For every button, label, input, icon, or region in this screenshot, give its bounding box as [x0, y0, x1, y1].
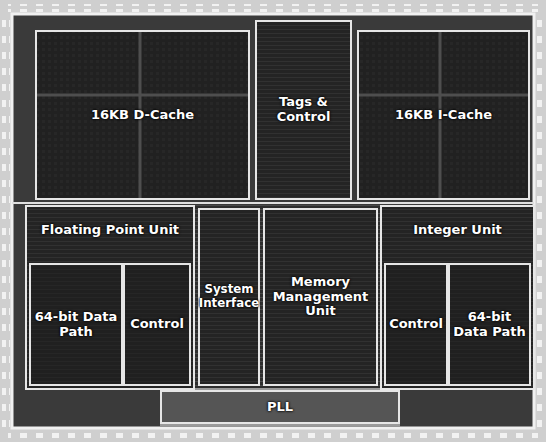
- bond-pads: [536, 14, 544, 428]
- die-block: 16KB D-Cache: [35, 30, 250, 200]
- die-block: PLL: [160, 390, 400, 424]
- cache-array: [357, 30, 530, 200]
- bond-pads: [8, 4, 538, 12]
- die-block: Memory Management Unit: [263, 208, 378, 386]
- logic-area: [25, 205, 535, 390]
- bond-pads: [8, 430, 538, 438]
- cache-array: [35, 30, 250, 200]
- tag-array: [255, 20, 352, 200]
- block-label: Tags & Control: [257, 93, 350, 127]
- die-block: 64-bit Data Path: [29, 263, 123, 386]
- die-outline: [12, 14, 534, 428]
- unit-heading: Integer Unit: [382, 221, 533, 240]
- die-block: Control: [123, 263, 191, 386]
- die-block: Tags & Control: [255, 20, 352, 200]
- die-block: 16KB I-Cache: [357, 30, 530, 200]
- die-block: Control: [384, 263, 448, 386]
- block-label: Control: [127, 315, 187, 334]
- die-block: System Interface: [198, 208, 260, 386]
- block-label: Control: [386, 315, 446, 334]
- unit-region: Integer UnitControl64-bit Data Path: [380, 205, 535, 390]
- block-label: 64-bit Data Path: [450, 308, 529, 342]
- bond-pads: [2, 14, 10, 428]
- block-label: System Interface: [196, 281, 262, 312]
- die-block: 64-bit Data Path: [448, 263, 531, 386]
- pll-area: [160, 388, 400, 426]
- block-label: PLL: [264, 398, 296, 417]
- unit-heading: Floating Point Unit: [27, 221, 193, 240]
- block-label: 64-bit Data Path: [31, 308, 121, 342]
- block-label: Memory Management Unit: [265, 273, 376, 322]
- block-label: 16KB I-Cache: [392, 106, 495, 125]
- block-label: 16KB D-Cache: [88, 106, 197, 125]
- unit-region: Floating Point Unit 64-bit Data Path Contr…: [25, 205, 195, 390]
- bus-line: [12, 202, 534, 204]
